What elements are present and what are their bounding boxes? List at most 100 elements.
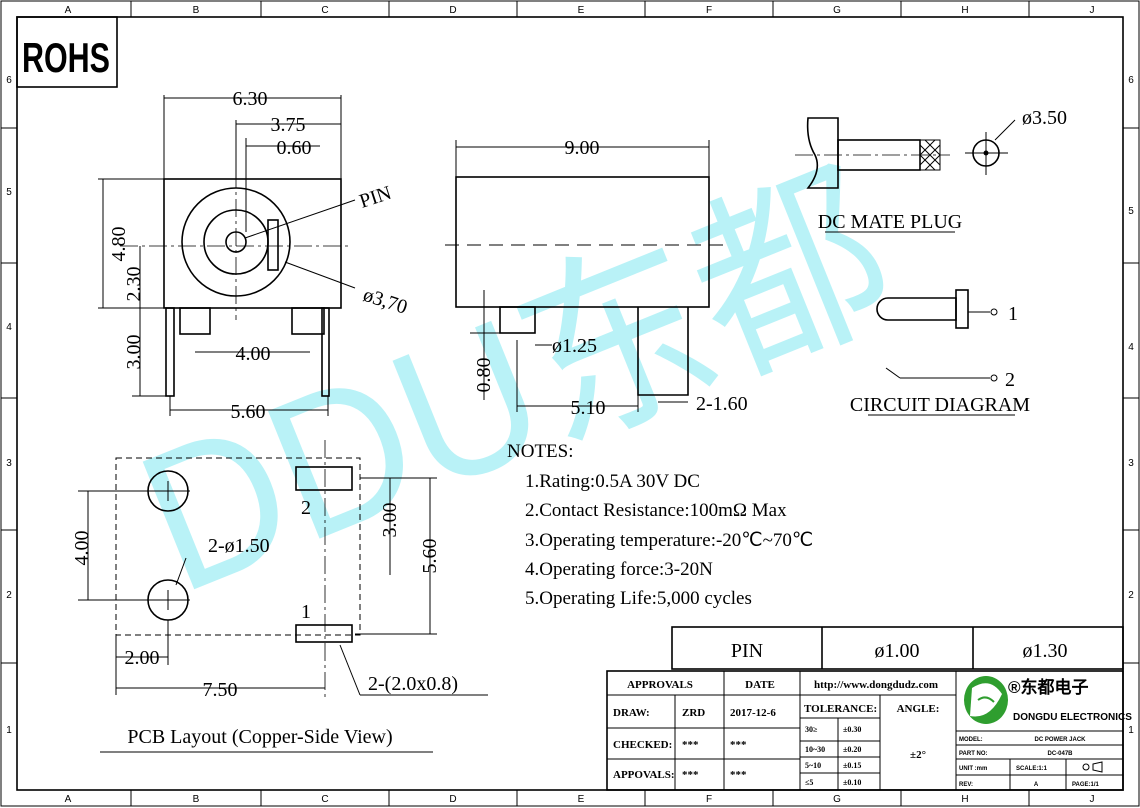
tb-approvals-header: APPROVALS — [627, 679, 693, 691]
grid-col-c-bottom: C — [321, 794, 328, 805]
grid-row-6-right: 6 — [1128, 75, 1134, 86]
tb-checked-label: CHECKED: — [613, 739, 672, 751]
projection-symbol-icon — [1082, 761, 1103, 773]
grid-row-4-left: 4 — [6, 322, 12, 333]
tb-tol-value: ±0.30 — [843, 725, 861, 734]
grid-col-g-bottom: G — [833, 794, 841, 805]
rohs-label: ROHS — [22, 34, 110, 81]
mate-plug-drawing — [795, 117, 1016, 233]
tb-angle-value: ±2° — [910, 749, 926, 761]
circuit-title: CIRCUIT DIAGRAM — [850, 394, 1030, 416]
tb-date-header: DATE — [745, 679, 775, 691]
pcb-hole-spacing: 4.00 — [71, 531, 93, 566]
tb-rev-label: REV: — [959, 782, 973, 788]
tb-unit: UNIT :mm — [959, 766, 987, 772]
tb-rev: A — [1034, 782, 1039, 788]
grid-col-d-bottom: D — [449, 794, 456, 805]
note-item: 1.Rating:0.5A 30V DC — [525, 471, 700, 492]
grid-row-4-right: 4 — [1128, 342, 1134, 353]
mate-plug-diameter: ø3.50 — [1022, 107, 1067, 129]
mate-plug-title: DC MATE PLUG — [818, 211, 962, 233]
dim-bottom-width: 5.60 — [231, 401, 266, 423]
tb-page: PAGE:1/1 — [1072, 782, 1100, 788]
tb-company-en: DONGDU ELECTRONICS — [1013, 712, 1132, 723]
tb-approvals-name: *** — [682, 769, 699, 781]
grid-col-f-bottom: F — [706, 794, 712, 805]
pcb-pad-1: 1 — [301, 601, 311, 623]
grid-row-1-left: 1 — [6, 725, 12, 736]
dim-leg-length: 3.00 — [123, 335, 145, 370]
grid-col-e-bottom: E — [578, 794, 585, 805]
pcb-total-width: 7.50 — [203, 679, 238, 701]
tb-tol-value: ±0.20 — [843, 745, 861, 754]
pcb-total-height: 5.60 — [419, 539, 441, 574]
grid-col-b-bottom: B — [193, 794, 200, 805]
pcb-pad-spacing: 3.00 — [379, 503, 401, 538]
dim-boss-dia: ø1.25 — [552, 335, 597, 357]
dim-center-height: 2.30 — [123, 267, 145, 302]
grid-col-a-bottom: A — [65, 794, 72, 805]
side-view — [445, 140, 725, 412]
tb-company-cn: ®东都电子 — [1008, 677, 1089, 697]
grid-col-e-top: E — [578, 5, 585, 16]
grid-col-h-top: H — [961, 5, 968, 16]
grid-col-d-top: D — [449, 5, 456, 16]
tb-tol-value: ±0.10 — [843, 778, 861, 787]
grid-col-f-top: F — [706, 5, 712, 16]
grid-row-3-right: 3 — [1128, 458, 1134, 469]
tb-angle: ANGLE: — [897, 703, 940, 715]
grid-col-g-top: G — [833, 5, 841, 16]
tb-draw-date: 2017-12-6 — [730, 707, 776, 719]
tb-url: http://www.dongdudz.com — [814, 679, 938, 691]
pin-label: PIN — [357, 182, 394, 213]
grid-col-c-top: C — [321, 5, 328, 16]
rohs-mark: ROHS — [16, 16, 118, 88]
tb-part: DC-047B — [1047, 751, 1073, 757]
dim-length: 9.00 — [565, 137, 600, 159]
grid-col-a-top: A — [65, 5, 72, 16]
note-item: 3.Operating temperature:-20℃~70℃ — [525, 530, 813, 551]
tb-tol-range: 10~30 — [805, 745, 825, 754]
dim-boss-height: 0.80 — [473, 358, 495, 393]
notes: NOTES: 1.Rating:0.5A 30V DC 2.Contact Re… — [507, 441, 813, 609]
grid-row-2-right: 2 — [1128, 590, 1134, 601]
pcb-bottom-offset: 2.00 — [125, 647, 160, 669]
grid-col-j-top: J — [1090, 5, 1095, 16]
tb-scale: SCALE:1:1 — [1016, 766, 1048, 772]
pcb-pad-2: 2 — [301, 497, 311, 519]
tb-part-label: PART NO: — [959, 751, 988, 757]
tb-model: DC POWER JACK — [1034, 737, 1086, 743]
grid-row-2-left: 2 — [6, 590, 12, 601]
front-view — [98, 95, 356, 416]
grid-labels: A B C D E F G H J A B C D E F G H J 6 5 … — [6, 5, 1134, 805]
grid-row-5-right: 5 — [1128, 206, 1134, 217]
notes-heading: NOTES: — [507, 441, 574, 462]
title-block — [606, 670, 1124, 791]
tb-draw-label: DRAW: — [613, 707, 650, 719]
circuit-pin-1: 1 — [1008, 303, 1018, 325]
grid-row-6-left: 6 — [6, 75, 12, 86]
tb-tol-range: 30≥ — [805, 725, 818, 734]
circuit-drawing — [868, 289, 1015, 416]
pin-table-header: PIN — [731, 640, 763, 662]
grid-col-j-bottom: J — [1090, 794, 1095, 805]
pin-table-col2: ø1.30 — [1023, 640, 1068, 662]
dim-leg-offset: 5.10 — [571, 397, 606, 419]
dim-width: 6.30 — [233, 88, 268, 110]
dim-hole-dia: ø3,70 — [360, 284, 410, 319]
tb-checked-date: *** — [730, 739, 747, 751]
tb-tolerance: TOLERANCE: — [804, 703, 877, 715]
company-logo-icon — [964, 676, 1008, 724]
dim-leg-width: 2-1.60 — [696, 393, 748, 415]
dim-pin-width: 0.60 — [277, 137, 312, 159]
grid-col-b-top: B — [193, 5, 200, 16]
pcb-layout — [78, 440, 488, 753]
grid-col-h-bottom: H — [961, 794, 968, 805]
tb-tol-range: 5~10 — [805, 761, 821, 770]
tb-tol-range: ≤5 — [805, 778, 813, 787]
tb-checked-name: *** — [682, 739, 699, 751]
dim-leg-spacing: 4.00 — [236, 343, 271, 365]
tb-tol-value: ±0.15 — [843, 761, 861, 770]
